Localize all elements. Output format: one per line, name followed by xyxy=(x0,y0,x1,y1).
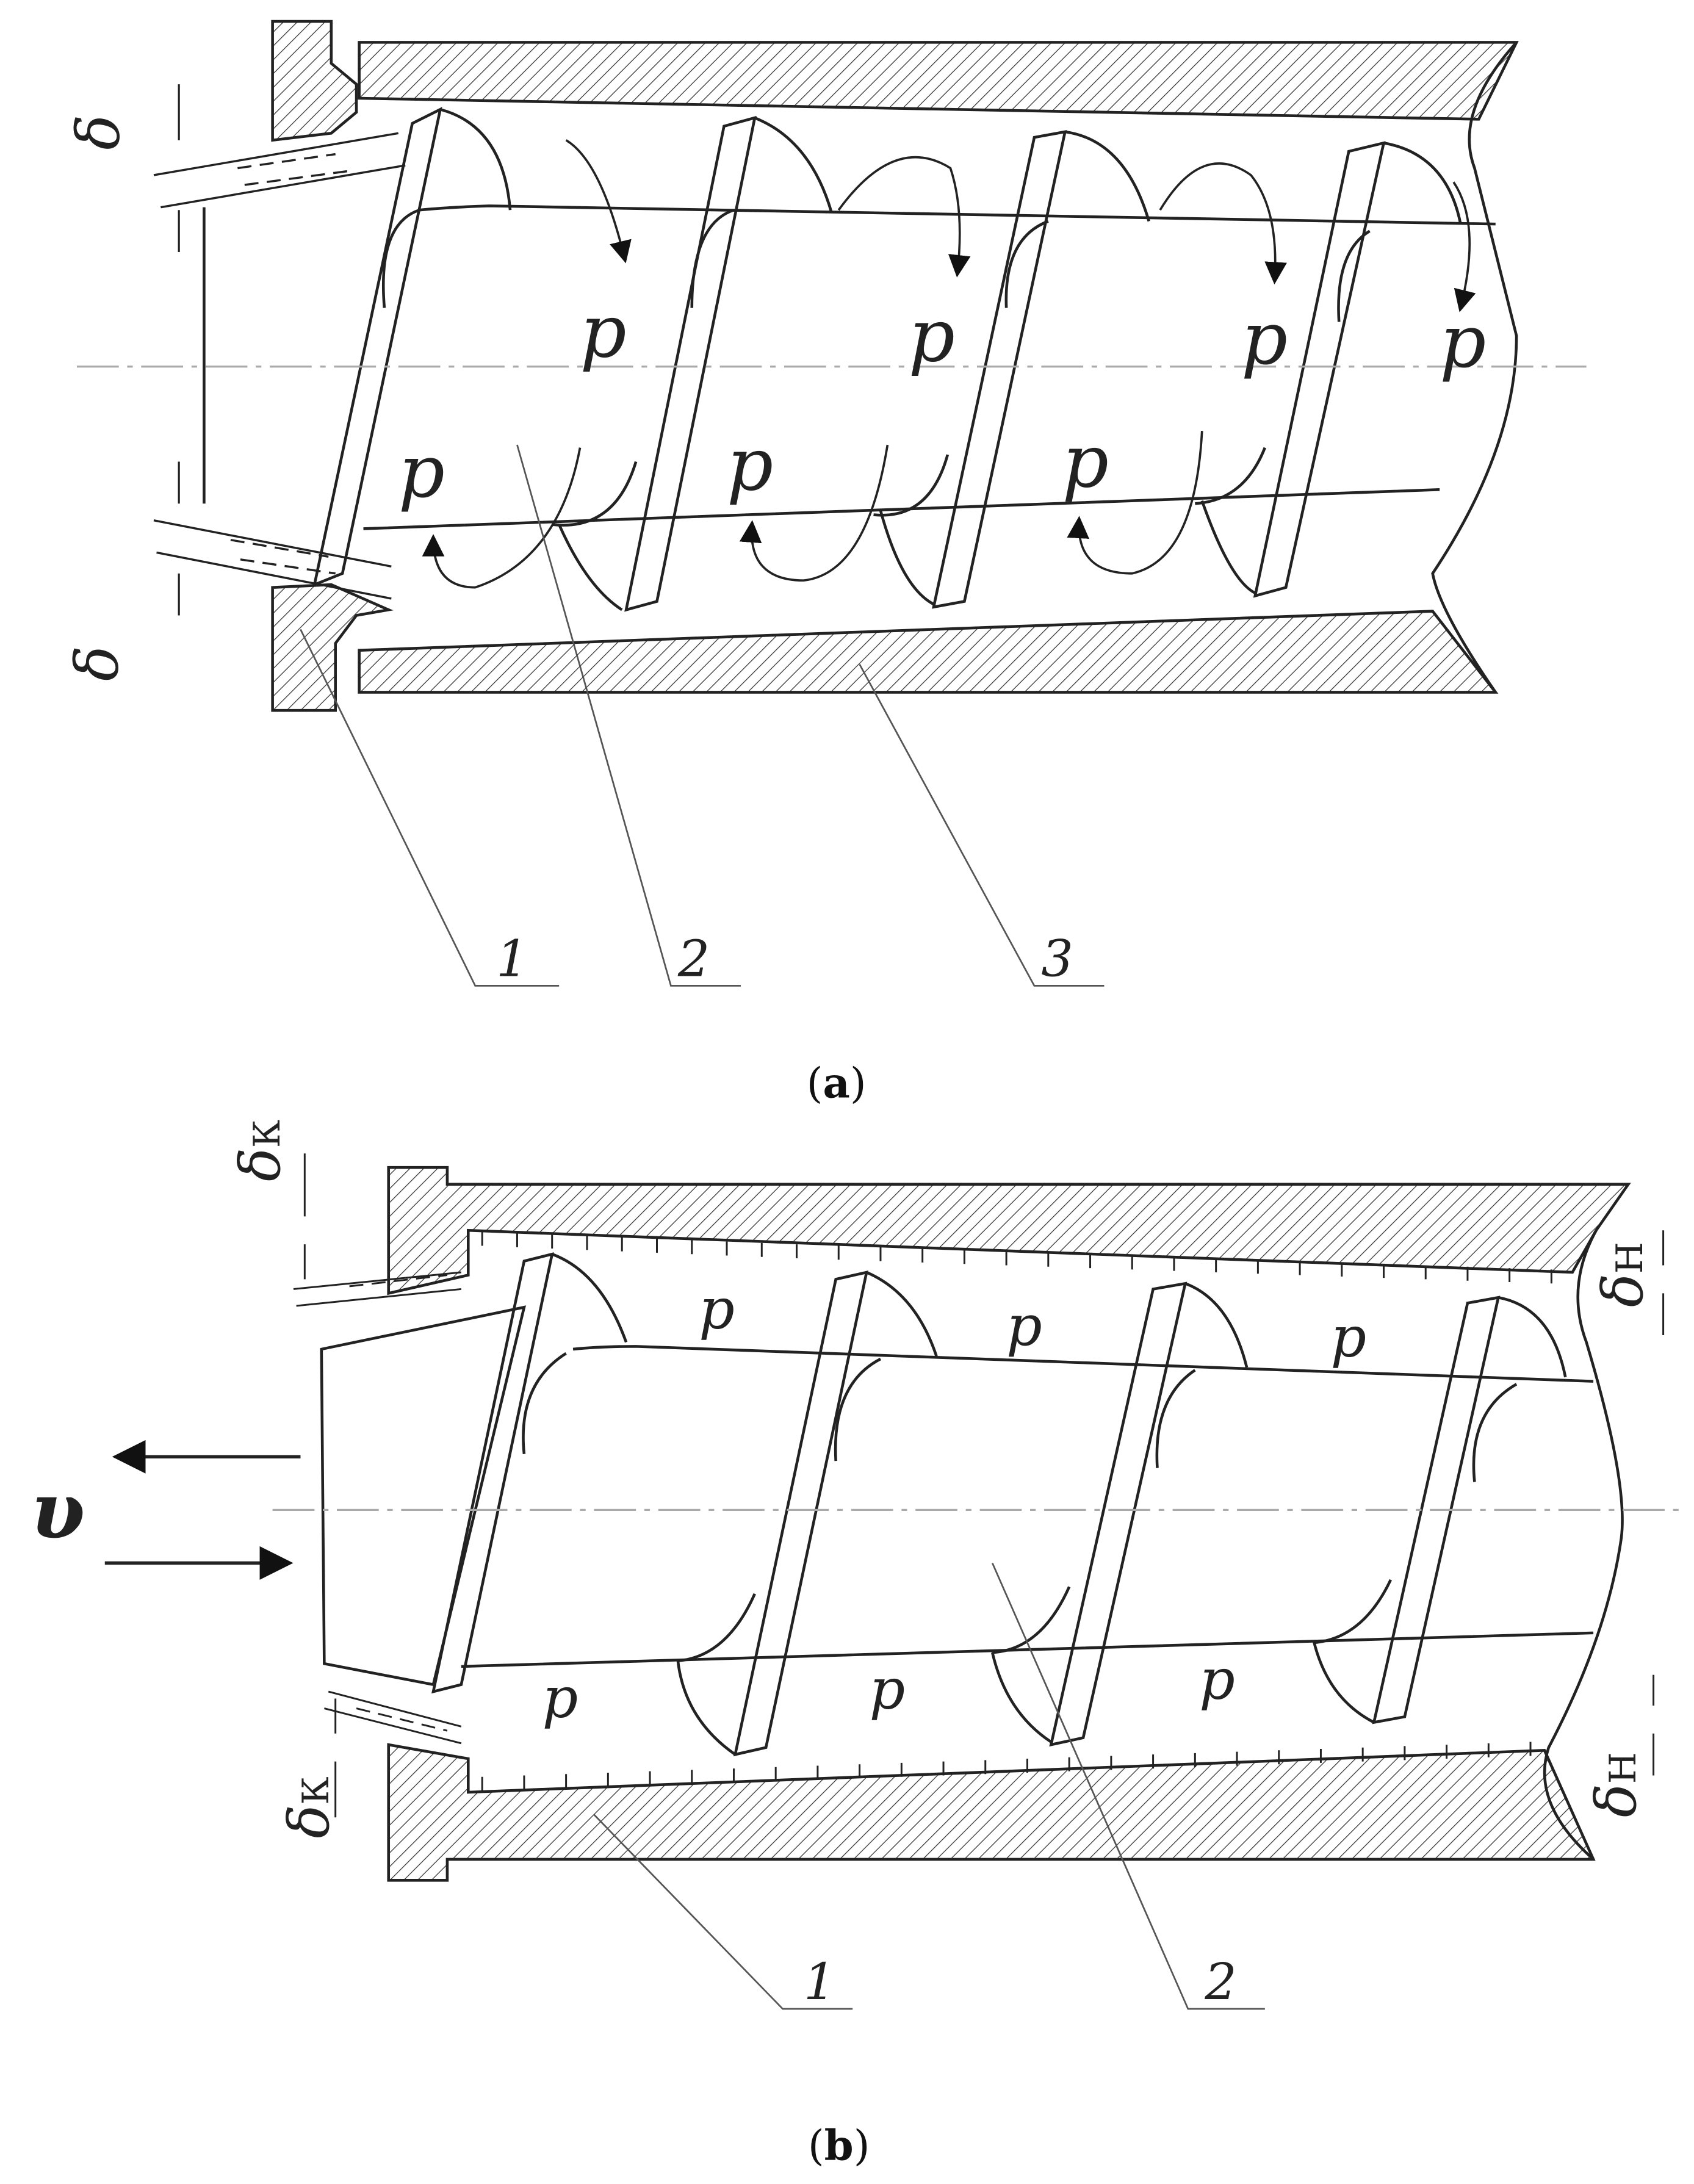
flight-a-3 xyxy=(932,130,1067,609)
housing-top-wall-b xyxy=(387,1166,1631,1296)
pressure-label: p xyxy=(1330,1304,1366,1369)
flight-b-1 xyxy=(431,1252,554,1694)
gap-label-b-bottom-right: δН xyxy=(1584,1752,1649,1817)
part-label-3-a: 3 xyxy=(1041,929,1073,988)
velocity-label: υ xyxy=(31,1465,85,1557)
part-label-2-b: 2 xyxy=(1204,1953,1236,2011)
pressure-label: p xyxy=(1440,300,1486,384)
gap-label-a-top: δ xyxy=(65,115,133,150)
housing-bottom-wall-a xyxy=(358,610,1499,694)
flight-a-1 xyxy=(312,107,442,587)
gap-label-b-top: δК xyxy=(228,1120,293,1181)
panel-a xyxy=(76,20,1587,987)
part-label-1-a: 1 xyxy=(496,929,528,988)
pressure-label: p xyxy=(542,1665,578,1730)
screw-core-b xyxy=(461,1345,1594,1668)
flight-b-2 xyxy=(733,1270,869,1757)
pressure-label: p xyxy=(699,1277,735,1342)
flight-a-4 xyxy=(1253,141,1386,598)
caption-b: (b) xyxy=(808,2121,870,2170)
break-line-a xyxy=(1431,41,1518,693)
part-label-2-a: 2 xyxy=(677,929,710,988)
flange-a xyxy=(271,20,358,142)
wall-ticks-b xyxy=(481,1231,1552,1791)
pressure-label: p xyxy=(1241,297,1288,381)
gap-label-b-bottom: δК xyxy=(276,1776,342,1838)
pressure-label: p xyxy=(870,1657,906,1722)
housing-bottom-wall-b xyxy=(387,1743,1596,1882)
pressure-label: p xyxy=(909,294,955,379)
pressure-label: p xyxy=(580,290,627,375)
flight-b-4 xyxy=(1372,1296,1501,1724)
caption-a: (a) xyxy=(807,1059,867,1108)
panel-b xyxy=(104,1153,1684,2010)
nose-cone-b xyxy=(320,1305,526,1687)
pressure-label: p xyxy=(1199,1647,1235,1712)
flight-a-2 xyxy=(624,115,757,612)
leak-jet-bottom-a xyxy=(153,519,392,600)
panel-b-labels: δК δК δН δН υ p p p p p p 1 2 (b) xyxy=(31,1120,1656,2171)
gap-label-b-top-right: δН xyxy=(1590,1242,1656,1307)
pressure-label: p xyxy=(1006,1293,1042,1358)
housing-top-wall-a xyxy=(358,41,1519,121)
pressure-label: p xyxy=(398,430,445,514)
break-line-b xyxy=(1543,1230,1624,1861)
pressure-label: p xyxy=(1062,420,1109,505)
flight-b-3 xyxy=(1049,1281,1188,1747)
gap-label-a-bottom: δ xyxy=(63,646,131,681)
leak-jet-top-a xyxy=(153,132,406,209)
screw-core-a xyxy=(363,204,1496,530)
pressure-label: p xyxy=(727,422,773,507)
part-label-1-b: 1 xyxy=(804,1953,835,2011)
panel-a-labels: δ δ p p p p p p p 1 2 3 (a) xyxy=(63,115,1486,1108)
